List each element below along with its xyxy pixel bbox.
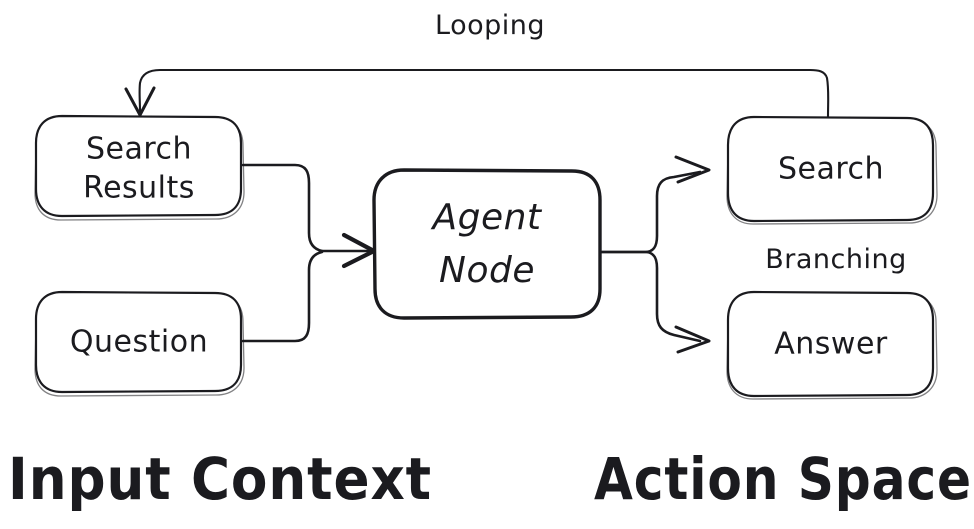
agent-node-label-line1: Agent	[430, 197, 542, 238]
search-results-label-line1: Search	[86, 132, 192, 167]
agent-to-answer-path	[600, 250, 702, 343]
search-box	[726, 115, 935, 223]
agent-to-search-arrowhead-icon	[674, 155, 711, 184]
search-label: Search	[778, 152, 884, 187]
edge-agent-branching	[600, 155, 711, 354]
question-box	[34, 290, 243, 394]
node-search[interactable]: Search	[726, 115, 938, 225]
looping-arrowhead-icon	[124, 86, 156, 117]
agent-node-label-line2: Node	[439, 250, 535, 291]
node-search-results[interactable]: Search Results	[34, 114, 245, 221]
edge-looping	[124, 68, 830, 120]
looping-edge-path	[138, 68, 830, 120]
section-title-input-context: Input Context	[8, 445, 432, 513]
answer-box	[726, 290, 935, 398]
question-label: Question	[70, 325, 208, 360]
edge-label-branching: Branching	[765, 244, 907, 275]
node-answer[interactable]: Answer	[726, 290, 938, 400]
agent-to-answer-arrowhead-icon	[674, 325, 711, 354]
agent-to-search-path	[600, 170, 702, 254]
search-results-box	[34, 114, 243, 218]
edge-inputs-to-agent	[241, 163, 377, 343]
question-to-agent-path	[241, 250, 324, 343]
node-question[interactable]: Question	[34, 290, 245, 397]
node-agent-node[interactable]: Agent Node	[372, 168, 602, 320]
section-title-action-space: Action Space	[594, 445, 972, 513]
search-results-to-agent-path	[241, 163, 324, 253]
search-results-label-line2: Results	[83, 171, 195, 206]
answer-label: Answer	[774, 327, 888, 362]
edge-label-looping: Looping	[435, 10, 545, 41]
agent-node-box	[372, 168, 602, 320]
